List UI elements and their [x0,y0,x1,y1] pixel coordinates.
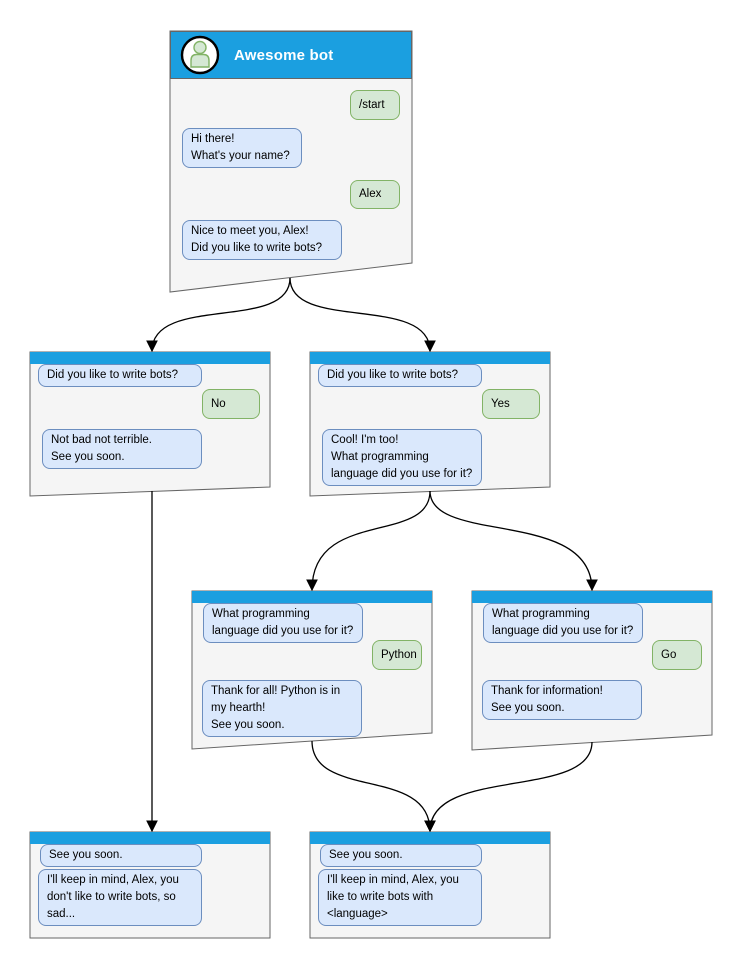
message-bubble-bot: Cool! I'm too! What programming language… [322,429,482,486]
branch-no-window-header [30,352,270,364]
bot-title: Awesome bot [234,46,334,64]
message-bubble-bot: What programming language did you use fo… [203,603,363,643]
person-avatar-icon [180,35,220,75]
arrow-python-to-end [311,740,436,833]
arrow-start-to-no [146,277,291,353]
message-bubble-bot: Not bad not terrible. See you soon. [42,429,202,469]
message-bubble-user: /start [350,90,400,120]
message-bubble-bot: Thank for all! Python is in my hearth! S… [202,680,362,737]
message-bubble-bot: Thank for information! See you soon. [482,680,642,720]
message-bubble-user: Yes [482,389,540,419]
end-no-window-header [30,832,270,844]
message-bubble-user: Alex [350,180,400,209]
arrow-start-to-yes [289,277,436,353]
message-bubble-bot: Nice to meet you, Alex! Did you like to … [182,220,342,260]
message-bubble-bot: What programming language did you use fo… [483,603,643,643]
start-window-header: Awesome bot [170,31,412,79]
message-bubble-bot: I'll keep in mind, Alex, you don't like … [38,869,202,926]
message-bubble-user: Python [372,640,422,670]
end-yes-window-header [310,832,550,844]
message-bubble-user: Go [652,640,702,670]
message-bubble-bot: Did you like to write bots? [38,364,202,387]
arrow-yes-to-go [429,490,598,592]
branch-go-window-header [472,591,712,603]
message-bubble-bot: See you soon. [320,844,482,867]
arrow-go-to-end [424,741,593,833]
branch-yes-window-header [310,352,550,364]
message-bubble-bot: Did you like to write bots? [318,364,482,387]
message-bubble-bot: See you soon. [40,844,202,867]
message-bubble-bot: I'll keep in mind, Alex, you like to wri… [318,869,482,926]
branch-python-window-header [192,591,432,603]
arrow-yes-to-python [306,490,431,592]
message-bubble-user: No [202,389,260,419]
message-bubble-bot: Hi there! What's your name? [182,128,302,168]
